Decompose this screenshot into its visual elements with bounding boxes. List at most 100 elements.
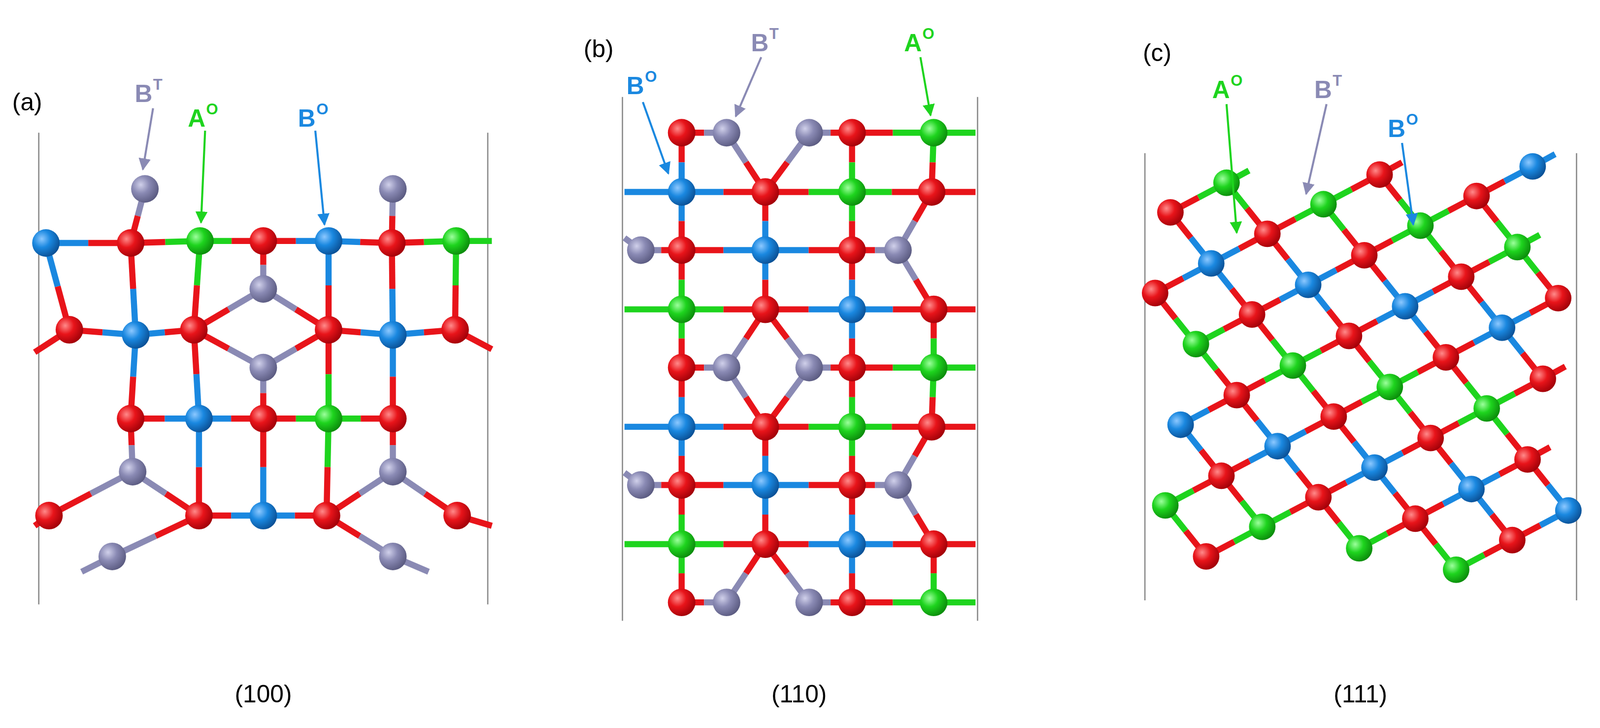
atom xyxy=(751,530,780,558)
atom xyxy=(1488,314,1516,341)
site-label: B xyxy=(1314,77,1333,102)
atom xyxy=(1555,497,1582,524)
atom xyxy=(1223,381,1251,409)
atom xyxy=(379,174,407,203)
atom xyxy=(838,118,867,147)
label-superscript: T xyxy=(153,76,163,92)
atom xyxy=(667,412,696,441)
atom xyxy=(884,470,912,499)
atom xyxy=(249,501,277,530)
atom xyxy=(1447,263,1475,290)
atom xyxy=(667,530,696,558)
atom xyxy=(712,353,741,382)
atom xyxy=(1345,534,1373,562)
atom xyxy=(249,274,277,303)
label-superscript: O xyxy=(316,100,329,117)
atom xyxy=(1141,279,1169,307)
atom xyxy=(379,457,407,486)
atom xyxy=(55,315,84,344)
atom xyxy=(667,177,696,206)
atom xyxy=(919,530,948,558)
atom xyxy=(751,412,780,441)
atom xyxy=(1503,233,1531,261)
atom xyxy=(884,236,912,265)
label-superscript: O xyxy=(1405,111,1418,127)
atom xyxy=(1198,250,1225,277)
atom xyxy=(312,501,341,530)
atom xyxy=(1417,424,1444,452)
atom xyxy=(667,353,696,382)
atom xyxy=(314,315,343,344)
atom xyxy=(1376,373,1403,400)
atom xyxy=(98,542,127,570)
atom xyxy=(1544,284,1572,312)
label-superscript: T xyxy=(1332,72,1342,88)
atom xyxy=(443,501,471,530)
atom xyxy=(667,236,696,265)
atom xyxy=(838,588,867,616)
atom xyxy=(838,470,867,499)
facet-caption: (110) xyxy=(771,681,827,707)
label-superscript: O xyxy=(1230,72,1243,88)
atom xyxy=(185,501,213,530)
site-label: A xyxy=(1212,77,1231,102)
atom xyxy=(919,353,948,382)
label-superscript: O xyxy=(205,100,218,117)
atom xyxy=(377,229,406,257)
atom xyxy=(442,227,470,255)
atom xyxy=(838,353,867,382)
atom xyxy=(1514,445,1541,473)
atom xyxy=(795,353,824,382)
atom xyxy=(1432,343,1460,371)
atom xyxy=(919,295,948,324)
atom xyxy=(1279,352,1307,379)
atom xyxy=(314,404,343,433)
atom xyxy=(441,315,469,344)
atom xyxy=(118,457,147,486)
atom xyxy=(1208,462,1235,489)
cell-frames xyxy=(38,97,1577,621)
atom xyxy=(919,588,948,616)
atom xyxy=(795,588,824,616)
atom xyxy=(32,229,60,257)
site-label: (a) xyxy=(12,89,43,115)
atom xyxy=(751,295,780,324)
facet-caption: (111) xyxy=(1333,681,1388,707)
atom xyxy=(314,227,343,255)
atom xyxy=(712,588,741,616)
atom xyxy=(751,177,780,206)
atom xyxy=(667,588,696,616)
site-label: B xyxy=(134,81,153,107)
atom xyxy=(34,501,63,530)
atom xyxy=(1193,542,1220,570)
atom xyxy=(627,470,655,499)
site-label: B xyxy=(751,30,769,56)
atom xyxy=(917,412,946,441)
atom xyxy=(751,470,780,499)
atom xyxy=(1152,491,1179,519)
site-label: B xyxy=(626,73,645,99)
site-label: B xyxy=(298,105,316,131)
label-superscript: O xyxy=(922,25,935,41)
atom xyxy=(1167,411,1195,438)
atom xyxy=(1157,199,1184,226)
atom xyxy=(116,229,145,257)
atom xyxy=(1473,395,1500,422)
atom xyxy=(667,118,696,147)
atom xyxy=(1248,513,1276,540)
atom xyxy=(379,404,407,433)
atom xyxy=(1499,526,1526,554)
atom xyxy=(249,404,277,433)
atom xyxy=(1391,293,1419,320)
site-label: A xyxy=(903,30,922,56)
atom xyxy=(116,404,145,433)
atom xyxy=(131,174,159,203)
label-superscript: T xyxy=(769,25,779,41)
facet-caption: (100) xyxy=(234,681,292,707)
atom xyxy=(1361,454,1388,481)
atom xyxy=(1351,241,1378,269)
atom xyxy=(122,320,150,349)
site-label: (b) xyxy=(583,36,614,62)
atom xyxy=(1295,271,1322,299)
atom xyxy=(919,118,948,147)
